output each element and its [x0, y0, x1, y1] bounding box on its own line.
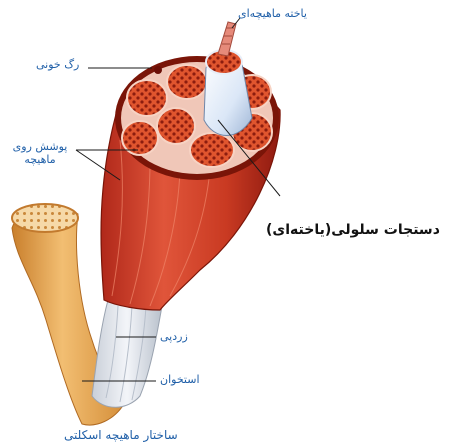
fascicle-bundle — [157, 108, 195, 144]
muscle-cell-label: یاخته ماهیچه‌ای — [238, 7, 307, 20]
fascicle-bundle — [127, 80, 167, 116]
cross-section — [115, 56, 279, 180]
blood-vessel-label: رگ خونی — [36, 58, 79, 71]
fascicle-label: دستجات سلولی(یاخته‌ای) — [266, 222, 440, 239]
fascicle-bundle — [190, 133, 234, 167]
bone-label: استخوان — [160, 373, 200, 386]
tendon-label: زردپی — [160, 330, 188, 343]
diagram-caption: ساختار ماهیچه اسکلتی — [64, 428, 178, 442]
blood-vessel-cross — [154, 66, 162, 74]
muscle-sheath-label-line1: پوشش روی — [13, 140, 68, 153]
muscle-sheath-label-line2: ماهیچه — [24, 153, 55, 166]
muscle-sheath-label: پوشش روی ماهیچه — [10, 140, 70, 166]
tendon-shape — [92, 300, 162, 407]
fascicle-bundle — [167, 65, 207, 99]
muscle-cell-shape — [204, 22, 252, 136]
